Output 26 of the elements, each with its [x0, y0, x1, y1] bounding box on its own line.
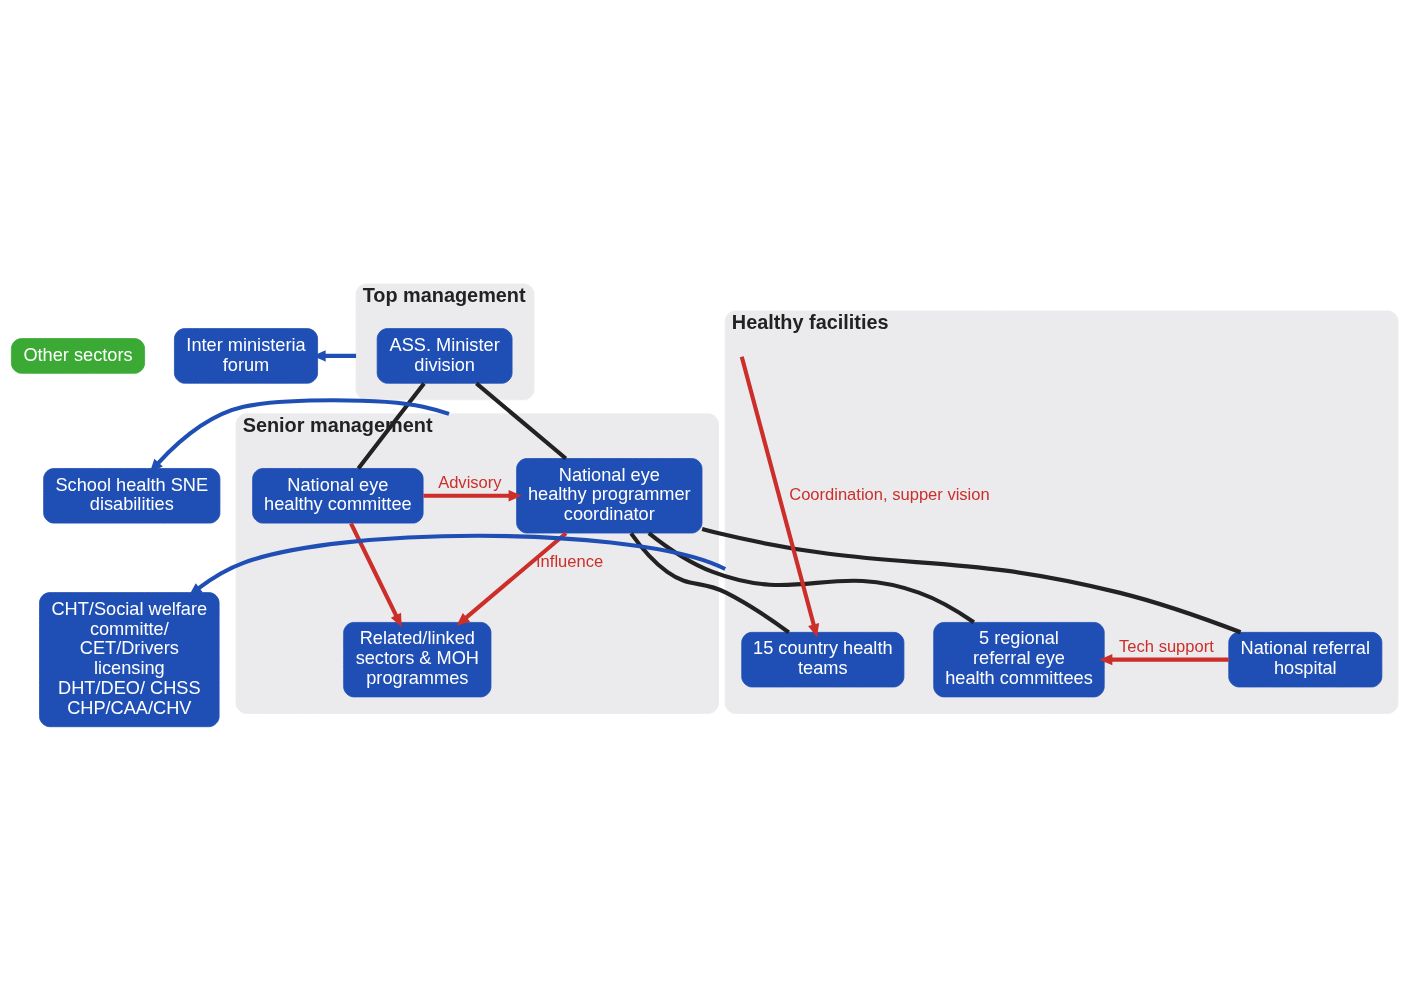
node-box: CHT/Social welfare committe/ CET/Drivers licensing DHT/DEO/ CHSS CHP/CAA/CHV: [39, 591, 220, 727]
edge-label: Coordination, supper vision: [789, 484, 990, 504]
node-box: Inter ministeria forum: [174, 327, 318, 384]
node-box: 15 country health teams: [741, 631, 905, 687]
node-box: National eye healthy programmer coordinator: [516, 457, 703, 533]
connector: [701, 526, 1242, 634]
node-box: 5 regional referral eye health committees: [933, 621, 1105, 697]
node-box: School health SNE disabilities: [43, 467, 221, 523]
node-box: Related/linked sectors & MOH programmes: [343, 621, 492, 697]
connector: [647, 530, 976, 624]
edge-label: Tech support: [1119, 636, 1214, 656]
connector: [475, 381, 568, 460]
arrow: [1099, 653, 1229, 665]
edge-label: Advisory: [438, 472, 502, 492]
arrow: [149, 397, 450, 472]
arrow: [423, 489, 522, 501]
connector: [629, 531, 790, 634]
arrow: [739, 355, 820, 637]
node-box: National referral hospital: [1228, 631, 1383, 687]
edge-label: Influence: [536, 551, 604, 571]
node-box: National eye healthy committee: [252, 467, 424, 523]
arrow: [349, 522, 402, 627]
node-box: Other sectors: [10, 337, 146, 374]
node-box: ASS. Minister division: [376, 327, 513, 384]
arrow: [456, 531, 568, 626]
arrow: [188, 533, 727, 596]
